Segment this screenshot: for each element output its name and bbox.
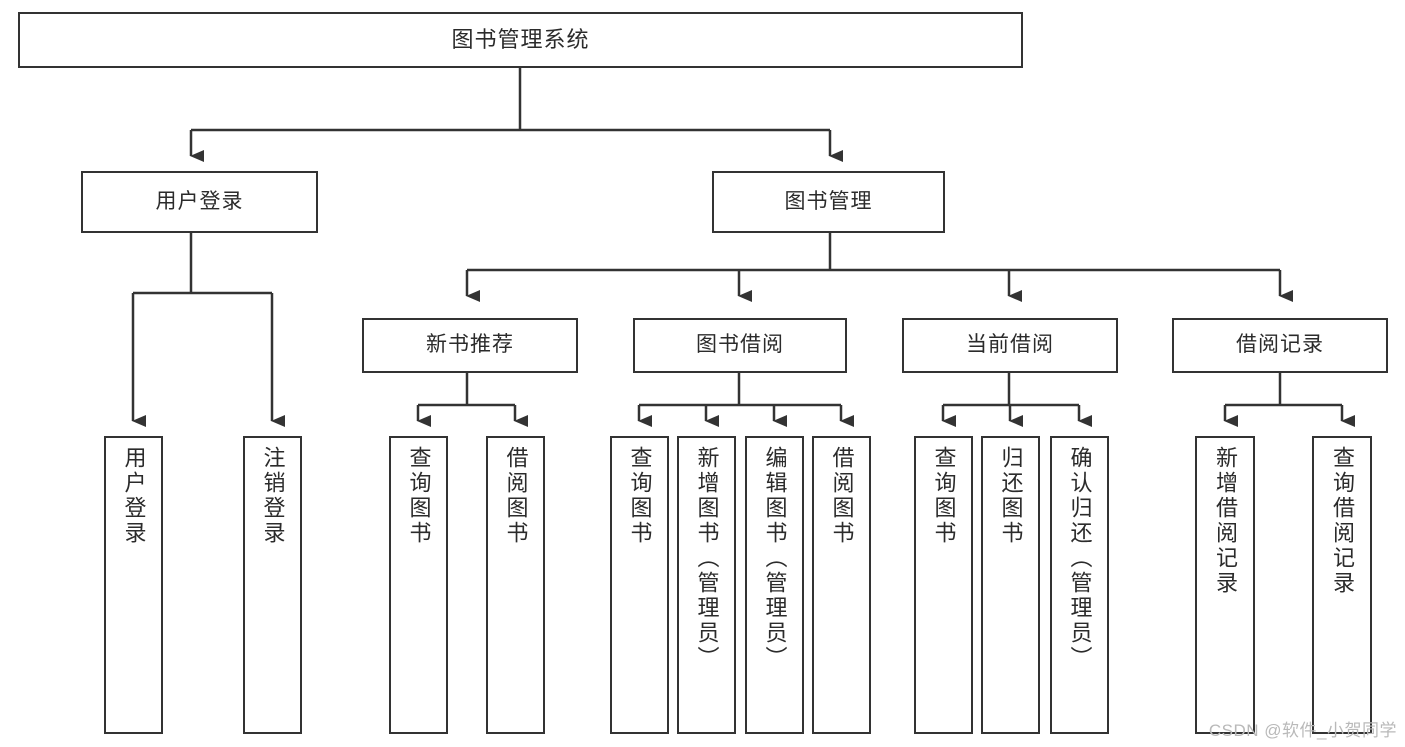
node-leaf-borrow-book-1[interactable]: 借阅图书 [486,436,545,734]
node-book-borrow[interactable]: 图书借阅 [633,318,847,373]
node-leaf-logout-login-label: 注销登录 [260,446,286,546]
node-leaf-query-book-2-label: 查询图书 [627,446,653,546]
node-leaf-query-record-label: 查询借阅记录 [1330,446,1355,596]
node-leaf-logout-login[interactable]: 注销登录 [243,436,302,734]
node-leaf-edit-book-label: 编辑图书（管理员） [762,446,788,671]
csdn-watermark: CSDN @软件_小贺同学 [1208,721,1397,740]
node-leaf-query-book-3-label: 查询图书 [931,446,957,546]
node-current-borrow[interactable]: 当前借阅 [902,318,1118,373]
node-root[interactable]: 图书管理系统 [18,12,1023,68]
node-leaf-query-book-1-label: 查询图书 [406,446,432,546]
node-borrow-record[interactable]: 借阅记录 [1172,318,1388,373]
node-leaf-add-book[interactable]: 新增图书（管理员） [677,436,736,734]
node-leaf-query-book-3[interactable]: 查询图书 [914,436,973,734]
node-book-borrow-label: 图书借阅 [696,333,784,357]
node-user-login-label: 用户登录 [155,189,244,213]
node-leaf-user-login-label: 用户登录 [121,446,147,546]
node-book-management-label: 图书管理 [784,189,873,213]
node-new-book-recommend[interactable]: 新书推荐 [362,318,578,373]
node-leaf-return-book[interactable]: 归还图书 [981,436,1040,734]
node-borrow-record-label: 借阅记录 [1236,333,1324,357]
node-leaf-borrow-book-2[interactable]: 借阅图书 [812,436,871,734]
node-leaf-add-record-label: 新增借阅记录 [1213,446,1238,596]
node-leaf-borrow-book-1-label: 借阅图书 [503,446,529,546]
node-new-book-recommend-label: 新书推荐 [426,333,514,357]
node-leaf-borrow-book-2-label: 借阅图书 [829,446,855,546]
node-leaf-add-record[interactable]: 新增借阅记录 [1195,436,1255,734]
node-leaf-edit-book[interactable]: 编辑图书（管理员） [745,436,804,734]
node-current-borrow-label: 当前借阅 [966,333,1054,357]
node-leaf-confirm-return[interactable]: 确认归还（管理员） [1050,436,1109,734]
node-leaf-confirm-return-label: 确认归还（管理员） [1067,446,1093,671]
node-user-login[interactable]: 用户登录 [81,171,318,233]
node-leaf-return-book-label: 归还图书 [998,446,1024,546]
node-leaf-user-login[interactable]: 用户登录 [104,436,163,734]
node-leaf-query-book-2[interactable]: 查询图书 [610,436,669,734]
node-leaf-query-record[interactable]: 查询借阅记录 [1312,436,1372,734]
node-root-label: 图书管理系统 [451,27,590,53]
node-book-management[interactable]: 图书管理 [712,171,945,233]
node-leaf-add-book-label: 新增图书（管理员） [694,446,720,671]
node-leaf-query-book-1[interactable]: 查询图书 [389,436,448,734]
